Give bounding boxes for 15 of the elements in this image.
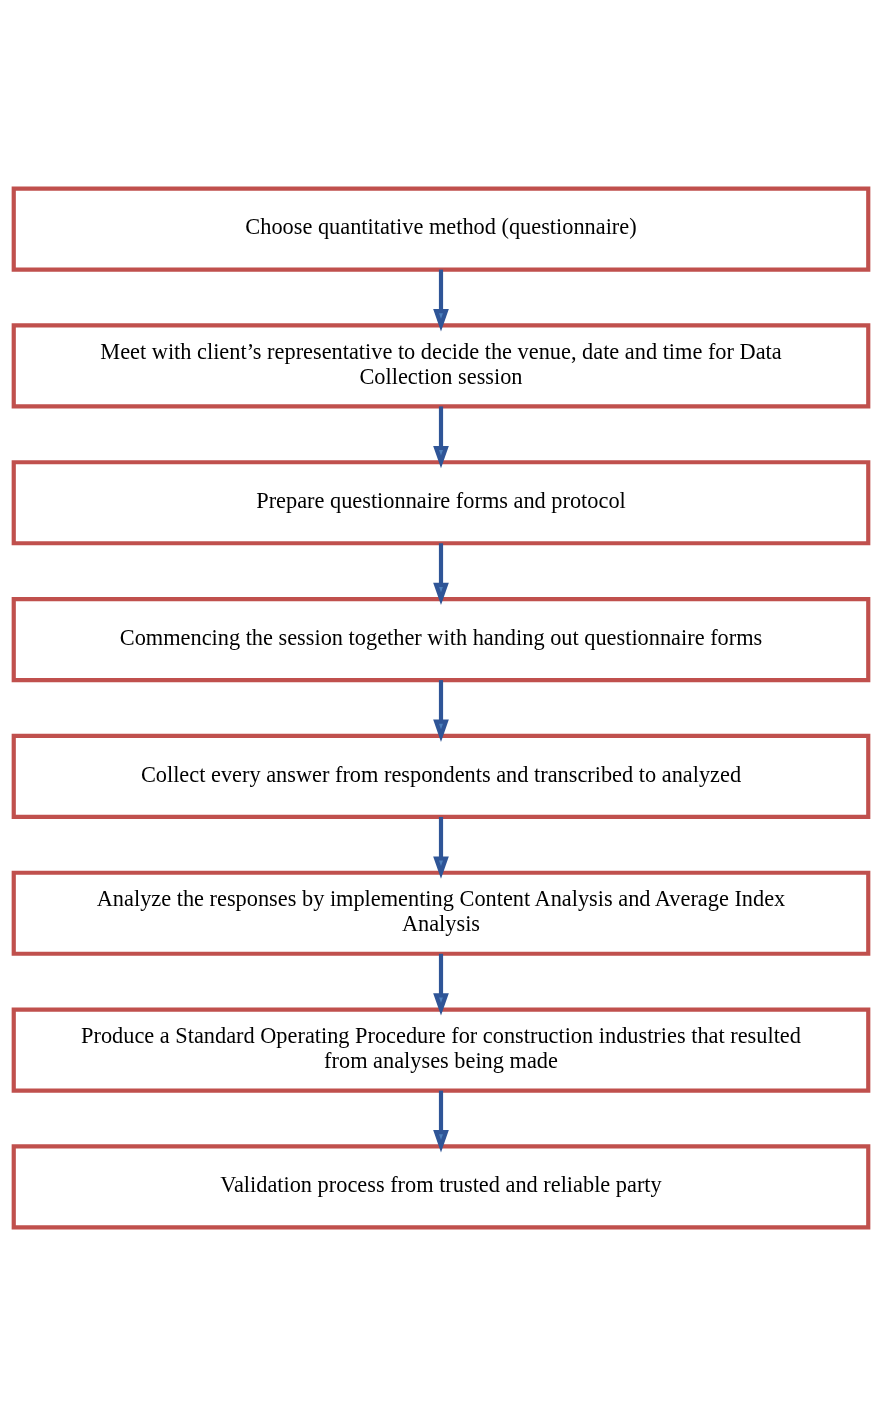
arrow (433, 680, 449, 742)
node-box: Commencing the session together with handing out questionnaire forms (11, 597, 871, 683)
arrow (433, 269, 449, 332)
node-box: Validation process from trusted and reliable party (11, 1144, 871, 1230)
arrow (433, 543, 449, 606)
node-box: Choose quantitative method (questionnaire) (11, 186, 871, 272)
node-box: Meet with client’s representative to decide the venue, date and time for Data Collection session (11, 323, 871, 409)
arrow (433, 816, 449, 879)
node-box: Produce a Standard Operating Procedure for construction industries that resulted from analyses being made (11, 1007, 871, 1093)
node-box: Collect every answer from respondents and transcribed to analyzed (11, 733, 871, 819)
arrow (433, 406, 449, 469)
arrow (433, 1090, 449, 1153)
arrow (433, 953, 449, 1016)
node-box: Prepare questionnaire forms and protocol (11, 460, 871, 546)
node-box: Analyze the responses by implementing Content Analysis and Average Index Analysis (11, 870, 871, 956)
